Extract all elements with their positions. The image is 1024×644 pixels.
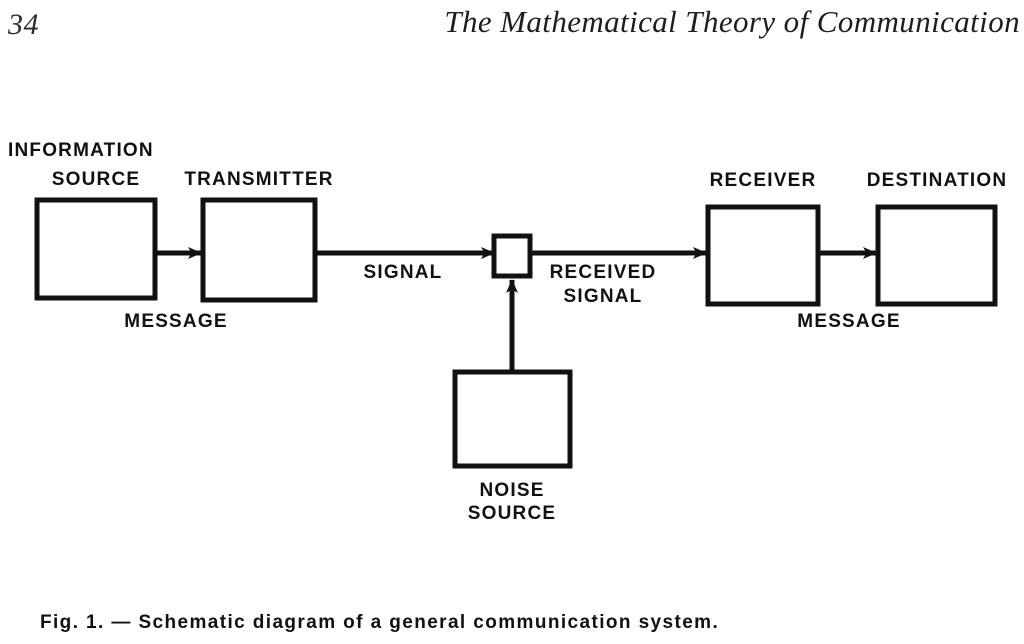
- label-noise-source-line2: SOURCE: [467, 503, 557, 524]
- running-title: The Mathematical Theory of Communication: [444, 4, 1020, 39]
- label-information-source-line1: INFORMATION: [8, 140, 154, 161]
- node-transmitter-box: [200, 197, 318, 303]
- label-received-signal-line2: SIGNAL: [563, 286, 643, 307]
- label-message-left: MESSAGE: [124, 311, 228, 332]
- label-noise-source-line1: NOISE: [479, 480, 545, 501]
- label-signal: SIGNAL: [363, 262, 443, 283]
- label-information-source-line2: SOURCE: [51, 169, 141, 190]
- label-message-right: MESSAGE: [797, 311, 901, 332]
- node-destination-box: [875, 204, 998, 307]
- label-receiver: RECEIVER: [709, 170, 817, 191]
- label-destination: DESTINATION: [866, 170, 1008, 191]
- label-received-signal-line1: RECEIVED: [549, 262, 657, 283]
- node-receiver-box: [705, 204, 821, 307]
- page-number: 34: [8, 8, 39, 41]
- node-channel-box: [491, 233, 533, 279]
- label-transmitter: TRANSMITTER: [184, 169, 334, 190]
- figure-caption: Fig. 1. — Schematic diagram of a general…: [40, 612, 720, 633]
- node-noise-source-box: [452, 369, 573, 469]
- node-information-source-box: [34, 197, 158, 301]
